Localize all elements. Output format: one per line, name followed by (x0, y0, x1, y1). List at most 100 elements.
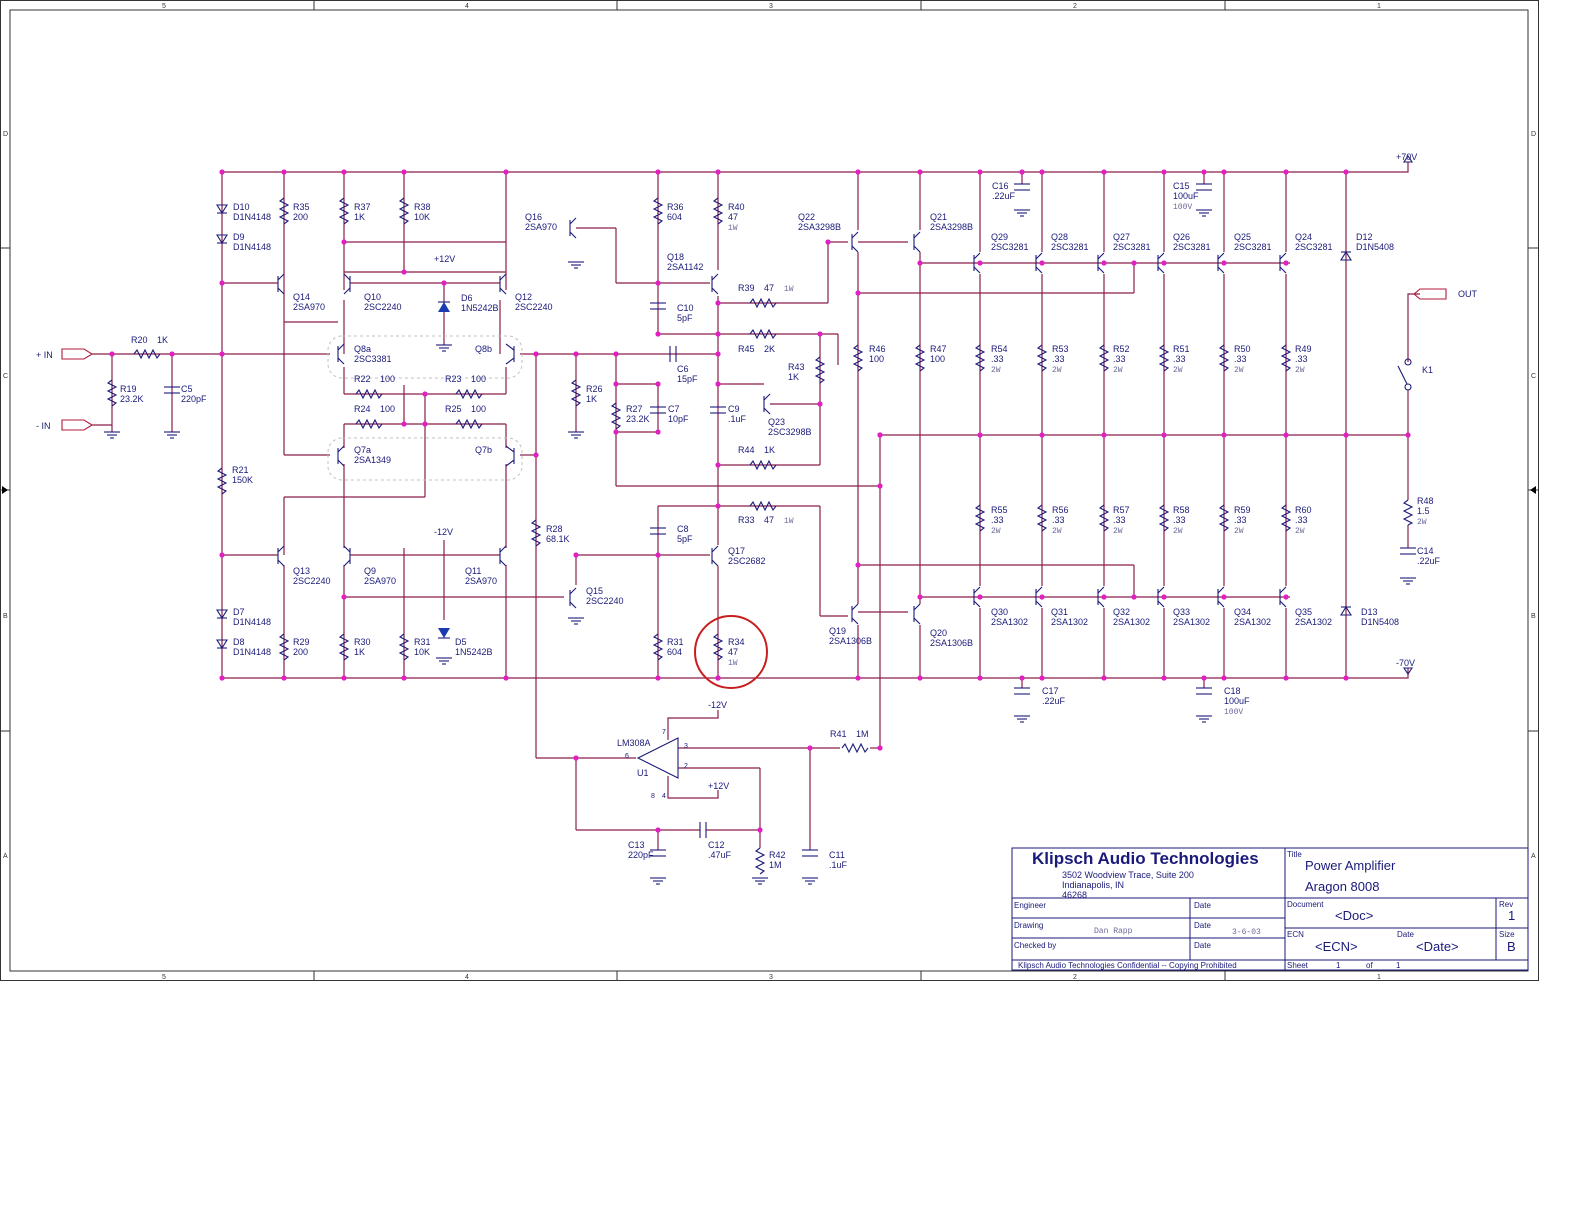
component-ref-label: C9 (728, 404, 740, 414)
junction-dot (169, 351, 175, 357)
opamp-symbol (636, 737, 679, 779)
sheet-of-label: of (1366, 961, 1373, 970)
component-ref-label: R50 (1234, 344, 1251, 354)
component-rating-label: 2W (1234, 366, 1244, 375)
junction-dot (877, 432, 883, 438)
component-symbols (61, 155, 1447, 875)
component-ref-label: R56 (1052, 505, 1069, 515)
highlight-circle (694, 615, 768, 689)
component-ref-label: Q19 (829, 626, 846, 636)
component-ref-label: R43 (788, 362, 805, 372)
component-value-label: .33 (1295, 515, 1308, 525)
component-value-label: 2SC3281 (991, 242, 1029, 252)
component-ref-label: Q20 (930, 628, 947, 638)
component-value-label: 100uF (1173, 191, 1199, 201)
ground-icon (104, 431, 120, 439)
junction-dot (655, 280, 661, 286)
rail-neg12-opamp-label: -12V (708, 700, 727, 710)
component-value-label: 200 (293, 647, 308, 657)
component-value-label: 5pF (677, 313, 693, 323)
component-ref-label: D7 (233, 607, 245, 617)
component-value-label: .33 (1173, 354, 1186, 364)
junction-dot (1039, 260, 1045, 266)
component-rating-label: 100V (1173, 203, 1192, 212)
component-ref-label: C12 (708, 840, 725, 850)
component-value-label: 2SA3298B (798, 222, 841, 232)
junction-dot (715, 351, 721, 357)
junction-dot (1221, 169, 1227, 175)
grid-col-top: 5 (162, 3, 166, 10)
component-value-label: 2SC3298B (768, 427, 812, 437)
component-value-label: 2SC2682 (728, 556, 766, 566)
junction-dot (977, 594, 983, 600)
junction-dot (1221, 594, 1227, 600)
grid-labels: 5 4 3 2 1 5 4 3 2 1 D C B A D C B A (3, 3, 1536, 981)
component-ref-label: R60 (1295, 505, 1312, 515)
component-value-label: 150K (232, 475, 253, 485)
ground-icon (650, 877, 666, 885)
junction-dot (441, 280, 447, 286)
opamp-pin: 7 (662, 729, 666, 736)
component-ref-label: C11 (829, 850, 845, 860)
junction-dot (715, 169, 721, 175)
drawing-name: Dan Rapp (1094, 927, 1133, 936)
component-ref-label: Q23 (768, 417, 785, 427)
component-ref-label: Q8b (475, 344, 492, 354)
junction-dot (341, 169, 347, 175)
component-value-label: 2SC2240 (293, 576, 331, 586)
component-value-label: .33 (1113, 515, 1126, 525)
component-rating-label: 2W (1113, 527, 1123, 536)
junction-dot (341, 675, 347, 681)
component-value-label: 5pF (677, 534, 693, 544)
junction-dot (1039, 675, 1045, 681)
junction-dot (817, 331, 823, 337)
ground-icon (568, 431, 584, 439)
component-ref-label: C18 (1224, 686, 1241, 696)
drawing-date-label: Date (1194, 921, 1211, 930)
junction-dot (573, 755, 579, 761)
component-value-label: .1uF (829, 860, 848, 870)
junction-dot (1221, 432, 1227, 438)
rev-label: Rev (1499, 900, 1513, 909)
component-ref-label: R26 (586, 384, 603, 394)
grid-dividers (0, 0, 1538, 981)
component-value-label: 47 (728, 647, 738, 657)
component-value-label: 2SA1306B (930, 638, 973, 648)
component-ref-label: R52 (1113, 344, 1130, 354)
component-value-label: 1M (769, 860, 782, 870)
checked-date-label: Date (1194, 941, 1211, 950)
ground-icon (802, 877, 818, 885)
junction-dot (855, 169, 861, 175)
component-ref-label: Q21 (930, 212, 947, 222)
company-address2: Indianapolis, IN (1062, 880, 1124, 890)
rail-neg70-label: -70V (1396, 658, 1415, 668)
junction-dot (715, 462, 721, 468)
component-value-label: 10K (414, 647, 430, 657)
junction-dot (219, 675, 225, 681)
component-rating-label: 2W (1113, 366, 1123, 375)
component-value-label: 2SA1349 (354, 455, 391, 465)
junction-dot (715, 381, 721, 387)
junction-dot (855, 675, 861, 681)
component-ref-label: Q27 (1113, 232, 1130, 242)
component-ref-label: R51 (1173, 344, 1190, 354)
outer-frame (0, 0, 1539, 981)
junction-dot (715, 503, 721, 509)
junction-dot (401, 269, 407, 275)
component-value-label: 2SC2240 (515, 302, 553, 312)
component-value-label: 100 (471, 404, 486, 414)
component-value-label: 2SC3281 (1113, 242, 1151, 252)
junction-dot (1283, 432, 1289, 438)
in-neg-label: - IN (36, 421, 51, 431)
date2-label: Date (1397, 930, 1414, 939)
component-ref-label: R53 (1052, 344, 1069, 354)
ground-icon (1014, 209, 1030, 217)
junction-dot (1161, 260, 1167, 266)
junction-dot (1161, 169, 1167, 175)
component-ref-label: R27 (626, 404, 643, 414)
junction-dot (917, 594, 923, 600)
in-neg-port (61, 419, 94, 431)
junction-dot (613, 351, 619, 357)
component-value-label: .33 (1113, 354, 1126, 364)
